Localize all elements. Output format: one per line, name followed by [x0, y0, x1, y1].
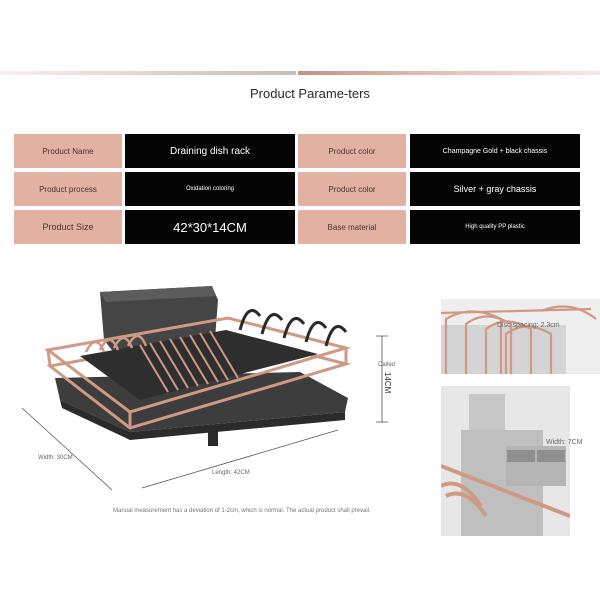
- param-value-product-size: 42*30*14CM: [125, 210, 295, 244]
- top-divider-right: [298, 71, 600, 75]
- length-dimension-line: [141, 429, 339, 489]
- utensil-holder-image: [441, 386, 570, 536]
- dish-rack-illustration: [21, 286, 388, 491]
- param-label-product-name: Product Name: [14, 134, 122, 168]
- param-label-base-material: Base material: [298, 210, 406, 244]
- height-small-label: Called: [378, 362, 396, 368]
- param-value-base-material: High quality PP plastic: [410, 210, 580, 244]
- param-value-product-process: Oxidation coloring: [125, 172, 295, 206]
- param-value-product-color: Champagne Gold + black chassis: [410, 134, 580, 168]
- tray-width-label: Width: 7CM: [546, 439, 583, 446]
- disc-spacing-image: [441, 299, 600, 374]
- disc-spacing-label: Disc spacing: 2.3cm: [497, 322, 560, 329]
- param-label-product-process: Product process: [14, 172, 122, 206]
- disc-spacing-photo: [441, 299, 600, 374]
- top-divider-left: [0, 71, 296, 75]
- param-value-product-color-2: Silver + gray chassis: [410, 172, 580, 206]
- param-value-product-name: Draining dish rack: [125, 134, 295, 168]
- measurement-note: Manual measurement has a deviation of 1-…: [113, 508, 371, 514]
- param-label-product-color-2: Product color: [298, 172, 406, 206]
- param-label-product-size: Product Size: [14, 210, 122, 244]
- param-label-product-color: Product color: [298, 134, 406, 168]
- length-label: Length: 42CM: [212, 470, 250, 476]
- section-title: Product Parame-ters: [250, 86, 370, 101]
- height-label: 14CM: [383, 372, 392, 394]
- width-label: Width: 30CM: [38, 455, 73, 461]
- utensil-holder-photo: [441, 386, 570, 536]
- drain-spout: [208, 428, 218, 446]
- width-dimension-line: [21, 407, 113, 491]
